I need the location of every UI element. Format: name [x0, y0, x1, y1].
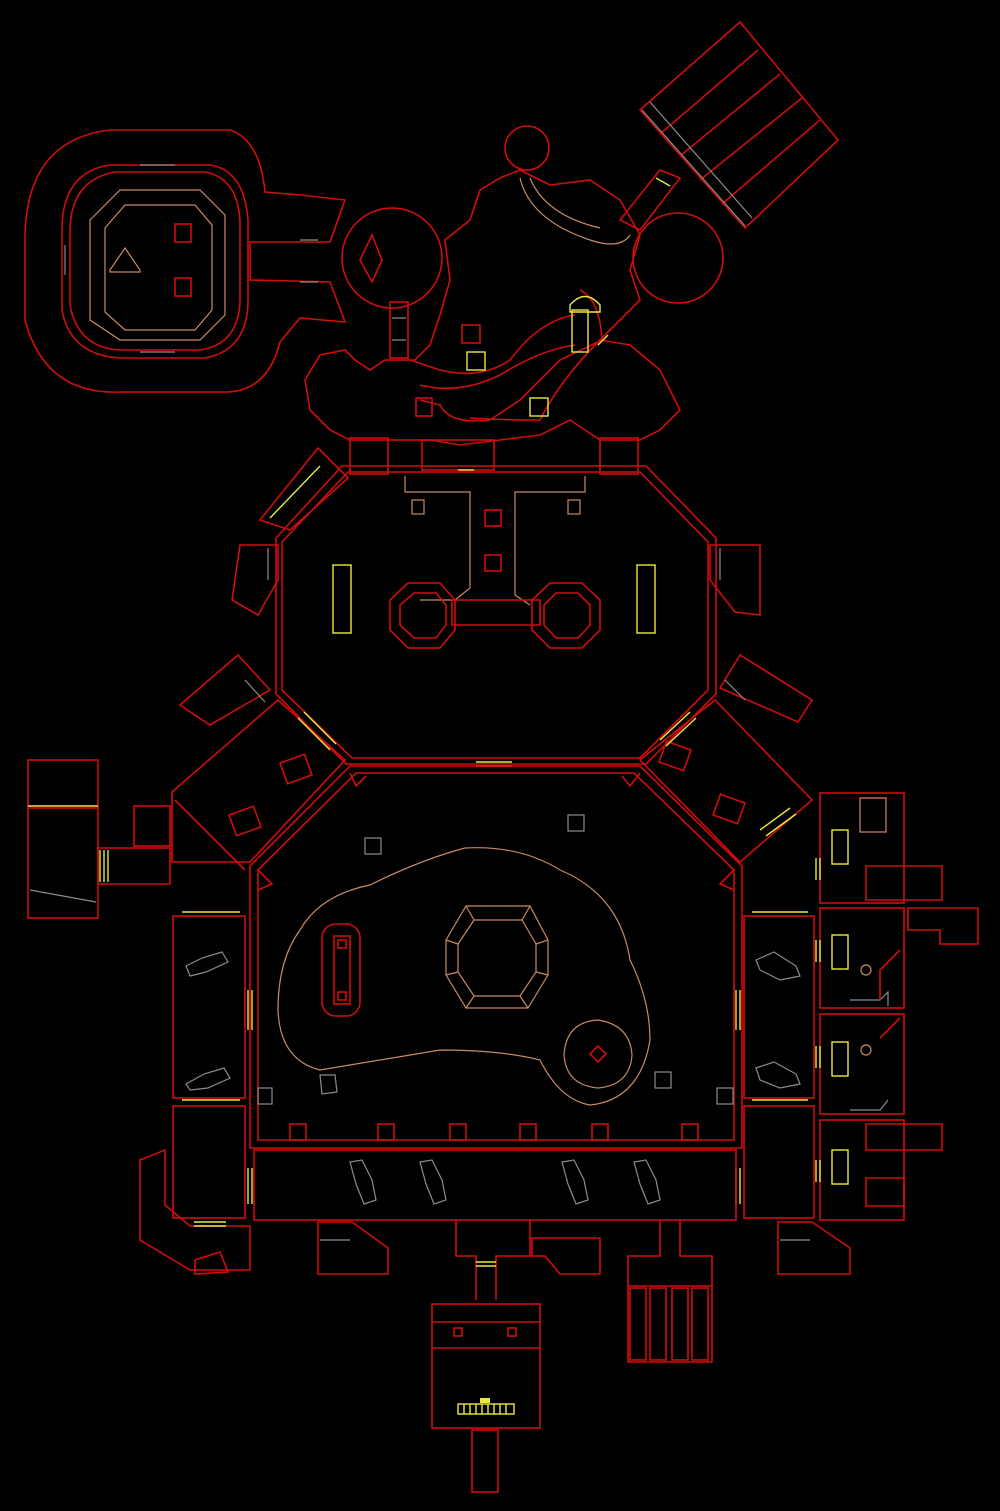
- cave-network: [304, 169, 681, 446]
- west-annex: [27, 759, 171, 919]
- northeast-hangar: [504, 20, 840, 304]
- south-corridor: [253, 1149, 851, 1300]
- south-exit-hall: [431, 1303, 541, 1493]
- north-circular-chamber: [341, 207, 443, 359]
- northwest-round-building: [24, 129, 347, 393]
- west-corridor-rooms: [139, 911, 253, 1275]
- east-corridor-rooms: [735, 911, 815, 1219]
- upper-octagonal-hall: [231, 437, 761, 767]
- diagonal-side-wings: [171, 653, 814, 871]
- central-great-hall: [249, 765, 743, 1149]
- southeast-storage: [627, 1220, 713, 1363]
- east-cell-block: [815, 792, 979, 1221]
